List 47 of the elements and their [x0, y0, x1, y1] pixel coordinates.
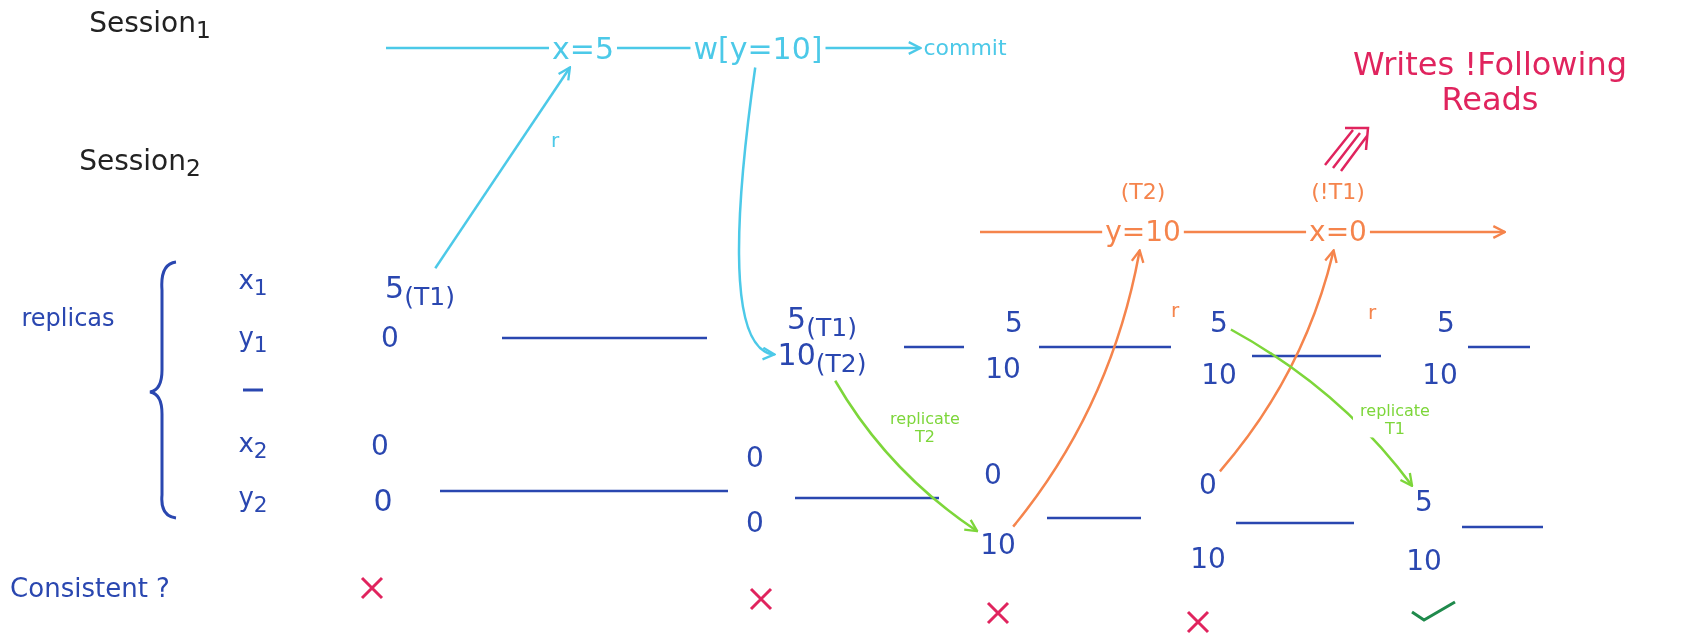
row-label: x$_{2}$: [238, 429, 268, 463]
replica-value: 5$_{(T1)}$: [385, 271, 455, 311]
connector-line: [1183, 230, 1307, 234]
row-label: y$_{2}$: [238, 483, 268, 517]
replica-value: 0: [984, 459, 1002, 491]
replica-value: 0: [746, 507, 764, 539]
connector-line: [980, 230, 1103, 234]
session-label: Session$_{2}$: [79, 145, 201, 183]
row-label: y$_{1}$: [238, 323, 268, 357]
arrow: [1218, 249, 1338, 473]
annotation-label: (T2): [1120, 179, 1166, 205]
replica-value: 10: [1422, 359, 1458, 391]
replica-value: 5: [1210, 307, 1228, 339]
annotation-label: (!T1): [1311, 179, 1365, 205]
operation-label: y=10: [1105, 216, 1181, 248]
replica-value: 5: [1437, 307, 1455, 339]
arrow: [434, 66, 572, 269]
replica-value: 10: [1201, 359, 1237, 391]
replica-value: 10: [1406, 545, 1442, 577]
row-label: replicas: [21, 304, 115, 332]
replica-value: 5$_{(T1)}$: [787, 302, 857, 342]
operation-label: commit: [923, 35, 1007, 61]
row-label: x$_{1}$: [238, 266, 268, 300]
arrow: [1230, 328, 1414, 488]
replica-value: 0: [1199, 469, 1217, 501]
replica-value: 0: [746, 442, 764, 474]
arrow: [1369, 225, 1507, 239]
operation-label: w[y=10]: [693, 31, 823, 65]
replica-value: 5: [1005, 307, 1023, 339]
replica-value: 5: [1415, 486, 1433, 518]
connector-line: [617, 46, 691, 50]
title: Writes !Following Reads: [1352, 46, 1628, 118]
arrow: [1012, 249, 1145, 528]
replica-value: 10: [980, 529, 1016, 561]
arrow: [834, 380, 979, 533]
replica-value: 10: [1190, 543, 1226, 575]
operation-label: x=0: [1309, 216, 1367, 248]
arrow: [737, 67, 776, 358]
replica-value: 0: [381, 322, 399, 354]
replica-value: 0: [371, 430, 389, 462]
arrow: [825, 41, 922, 55]
session-label: Session$_{1}$: [89, 7, 211, 45]
connector-line: [386, 46, 549, 50]
replica-value: 10: [985, 353, 1021, 385]
row-label: Consistent ?: [10, 573, 170, 603]
replica-value: 0: [373, 483, 393, 517]
operation-label: x=5: [552, 31, 614, 65]
